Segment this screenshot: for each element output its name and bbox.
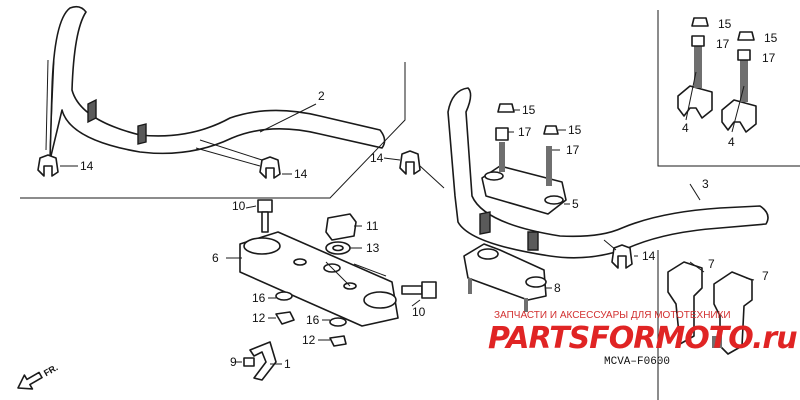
clamp-1[interactable] [249,341,277,381]
bolt-17-upper-b[interactable] [546,146,552,186]
callout-9: 9 [230,355,237,369]
callout-6: 6 [212,251,219,265]
callout-7-left: 7 [708,257,715,271]
nut-12-right[interactable] [329,335,347,347]
callout-15-a: 15 [522,103,536,117]
callout-17-a: 17 [518,125,532,139]
callout-16-right: 16 [306,313,320,327]
riser-4-left[interactable] [677,17,713,119]
callout-17-b: 17 [566,143,580,157]
diagram-code: MCVA–F0600 [604,356,670,368]
bolt-9[interactable] [243,357,255,367]
leader-lines [45,59,755,365]
mount-frame-top-left [20,62,406,199]
callout-15-inset-b: 15 [764,31,778,45]
callout-17-inset-a: 17 [716,37,730,51]
callout-2: 2 [318,89,325,103]
cap-11[interactable] [325,213,357,241]
callout-10-upper: 10 [232,199,246,213]
holder-lower-8[interactable] [463,243,547,312]
callout-4-left: 4 [682,121,689,135]
bolt-17-upper-a[interactable] [495,127,509,172]
callout-13: 13 [366,241,380,255]
callout-16-left: 16 [252,291,266,305]
callout-11: 11 [366,219,379,233]
watermark-brand: PARTSFORMOTO.ru [488,321,797,356]
callout-14-right: 14 [642,249,656,263]
riser-7-left[interactable] [667,261,703,345]
callout-14-mid: 14 [294,167,308,181]
nut-12-left[interactable] [275,311,295,325]
callout-3: 3 [702,177,709,191]
holder-upper-5[interactable] [481,165,567,215]
callout-7-right: 7 [762,269,769,283]
callout-12-right: 12 [302,333,316,347]
bushing-16-left[interactable] [275,291,293,301]
cap-15-upper-b[interactable] [543,125,559,135]
watermark-title: ЗАПЧАСТИ И АКСЕССУАРЫ ДЛЯ МОТОТЕХНИКИ [494,310,731,321]
riser-7-right[interactable] [712,271,753,355]
bushing-16-right[interactable] [329,317,347,327]
callout-15-inset-a: 15 [718,17,732,31]
callout-15-b: 15 [568,123,582,137]
callout-5: 5 [572,197,579,211]
callout-12-left: 12 [252,311,266,325]
top-bridge-6[interactable] [239,231,399,327]
clamp-14-center[interactable] [399,150,421,175]
callout-4-right: 4 [728,135,735,149]
callout-1: 1 [284,357,291,371]
riser-4-right[interactable] [721,31,757,133]
callout-8: 8 [554,281,561,295]
clamp-14-left[interactable] [37,154,59,177]
inset-frame [657,10,800,167]
fr-direction-arrow: FR. [17,362,60,390]
callout-17-inset-b: 17 [762,51,776,65]
watermark: ЗАПЧАСТИ И АКСЕССУАРЫ ДЛЯ МОТОТЕХНИКИ PA… [488,310,798,356]
handlebar-left[interactable] [49,5,386,161]
bolt-10-lower[interactable] [401,281,437,299]
clamp-14-right[interactable] [611,244,633,269]
clamp-14-mid[interactable] [259,156,281,179]
handlebar-main[interactable] [447,87,769,259]
callouts: 14 2 14 14 15 17 15 17 5 3 14 8 10 11 13… [80,17,778,371]
washer-13[interactable] [325,241,351,255]
callout-14-center: 14 [370,151,384,165]
fr-label: FR. [42,362,60,378]
cap-15-upper-a[interactable] [497,103,515,113]
bolt-10-upper[interactable] [257,199,273,233]
callout-10-lower: 10 [412,305,426,319]
callout-14-left: 14 [80,159,94,173]
